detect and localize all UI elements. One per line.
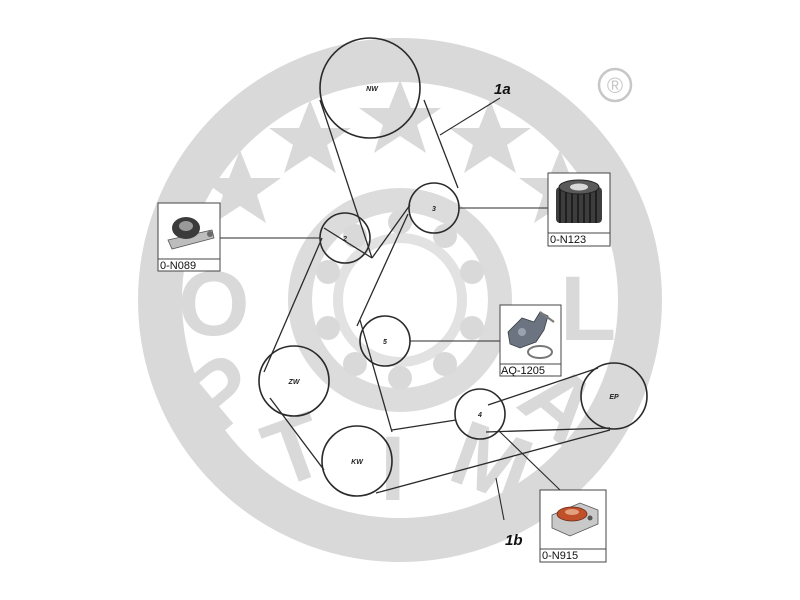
toothed-sprocket-icon	[556, 179, 602, 223]
part-code-0-n915: 0-N915	[542, 550, 578, 562]
part-code-0-n089: 0-N089	[160, 260, 196, 272]
pulley-ep-label: EP	[609, 394, 619, 401]
pulley-5-label: 5	[383, 339, 387, 346]
part-box-aq-1205[interactable]: AQ-1205	[499, 304, 562, 377]
pulley-4-label: 4	[477, 412, 482, 419]
pulley-ep	[580, 362, 648, 430]
part-code-aq-1205: AQ-1205	[501, 365, 545, 377]
watermark-letter-i: I	[380, 418, 406, 520]
pulley-nw	[319, 37, 421, 139]
belt-1a	[263, 99, 459, 471]
watermark-letter-l: L	[560, 258, 616, 360]
registered-mark: ®	[597, 67, 633, 103]
pulley-zw-label: ZW	[288, 379, 301, 386]
tensioner-pulley-icon	[167, 217, 215, 250]
pulley-3-label: 3	[432, 206, 436, 213]
pulley-zw	[258, 345, 330, 417]
pulley-nw-label: NW	[366, 86, 379, 93]
part-box-0-n915[interactable]: 0-N915	[539, 489, 607, 563]
water-pump-icon	[507, 311, 555, 359]
registered-mark-text: ®	[607, 73, 623, 98]
pulley-kw-label: KW	[351, 459, 364, 466]
pulley-2-label: 2	[342, 236, 347, 243]
leader-0-n915	[497, 429, 561, 491]
callout-1a-label: 1a	[494, 81, 511, 98]
optimal-watermark: O P T I M A L	[138, 38, 662, 562]
callout-1b-leader	[495, 477, 505, 521]
pulley-4	[454, 388, 506, 440]
part-code-0-n123: 0-N123	[550, 234, 586, 246]
idler-pulley-icon	[551, 502, 599, 537]
part-box-0-n123[interactable]: 0-N123	[547, 172, 611, 247]
callout-1a-leader	[439, 97, 501, 136]
belt-1b	[375, 367, 611, 494]
callout-1b-label: 1b	[505, 532, 523, 549]
pulley-kw	[321, 425, 393, 497]
part-box-0-n089[interactable]: 0-N089	[157, 202, 221, 272]
